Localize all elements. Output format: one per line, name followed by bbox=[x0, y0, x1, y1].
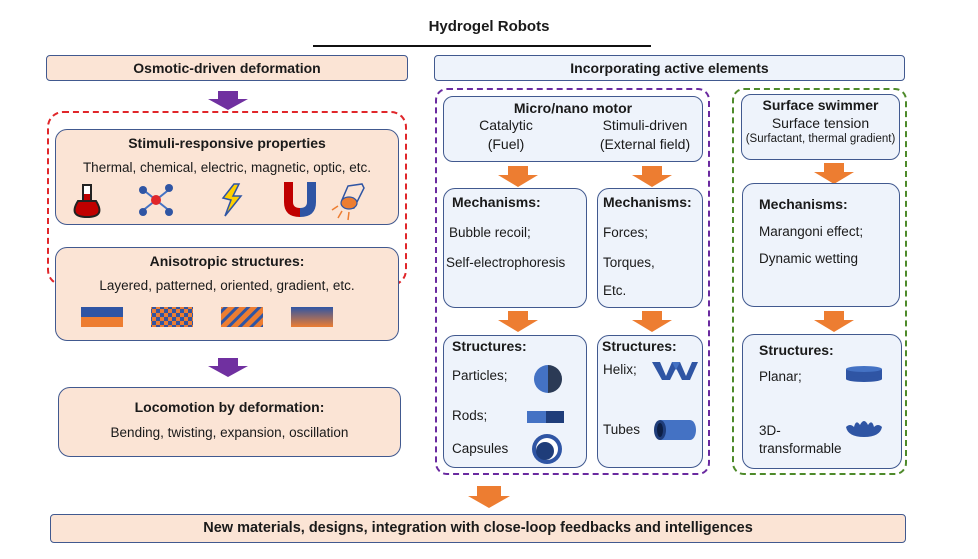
orange-arrow-down-icon bbox=[814, 163, 854, 185]
catalytic-label: Catalytic bbox=[479, 117, 533, 133]
structure-item: Capsules bbox=[452, 441, 509, 456]
orange-arrow-down-icon bbox=[632, 166, 672, 188]
structures-title: Structures: bbox=[759, 342, 834, 358]
3d-transformable-icon bbox=[846, 421, 882, 437]
mechanism-item: Self-electrophoresis bbox=[446, 255, 566, 270]
rod-icon bbox=[527, 411, 564, 423]
anisotropic-title: Anisotropic structures: bbox=[149, 253, 305, 269]
patterned-icon bbox=[151, 307, 193, 327]
orange-arrow-down-icon bbox=[498, 166, 538, 188]
micro-motor-title: Micro/nano motor bbox=[513, 100, 633, 116]
purple-arrow-down-icon bbox=[208, 358, 248, 378]
structures-title: Structures: bbox=[602, 338, 677, 354]
stimuli-card: Stimuli-responsive properties Thermal, c… bbox=[55, 129, 399, 225]
mechanism-item: Dynamic wetting bbox=[759, 251, 859, 266]
stimuli-driven-label: Stimuli-driven bbox=[602, 117, 688, 133]
particle-icon bbox=[534, 365, 562, 393]
future-directions-banner: New materials, designs, integration with… bbox=[50, 514, 906, 543]
layered-icon bbox=[81, 307, 123, 327]
orange-arrow-down-icon bbox=[632, 311, 672, 333]
fuel-label: (Fuel) bbox=[487, 136, 525, 152]
structures-title: Structures: bbox=[452, 338, 527, 354]
swimmer-structures-card: Structures: Planar; 3D- transformable bbox=[742, 334, 902, 469]
structure-item: Helix; bbox=[603, 362, 637, 377]
micro-motor-card: Micro/nano motor Catalytic (Fuel) Stimul… bbox=[443, 96, 703, 162]
osmotic-header: Osmotic-driven deformation bbox=[46, 55, 408, 81]
surface-swimmer-title: Surface swimmer bbox=[762, 97, 879, 113]
title-underline bbox=[313, 45, 651, 47]
mechanisms-title: Mechanisms: bbox=[452, 194, 541, 210]
mechanisms-title: Mechanisms: bbox=[603, 194, 692, 210]
stimuli-title: Stimuli-responsive properties bbox=[128, 135, 326, 151]
diagram-title: Hydrogel Robots bbox=[428, 18, 550, 35]
helix-icon bbox=[652, 362, 698, 380]
purple-arrow-down-icon bbox=[208, 91, 248, 111]
planar-disc-icon bbox=[846, 366, 882, 382]
gradient-icon bbox=[291, 307, 333, 327]
orange-arrow-down-icon bbox=[814, 311, 854, 333]
structure-item: Planar; bbox=[759, 369, 802, 384]
locomotion-title: Locomotion by deformation: bbox=[134, 399, 325, 415]
thermometer-flask-icon bbox=[73, 184, 101, 219]
tube-icon bbox=[654, 420, 696, 440]
stimuli-text: Thermal, chemical, electric, magnetic, o… bbox=[82, 160, 372, 175]
swimmer-mechanisms-card: Mechanisms: Marangoni effect; Dynamic we… bbox=[742, 183, 900, 307]
surface-swimmer-card: Surface swimmer Surface tension (Surfact… bbox=[741, 94, 900, 160]
stimuli-structures-card: Structures: Helix; Tubes bbox=[597, 335, 703, 468]
stimuli-icons bbox=[73, 182, 365, 221]
mechanisms-title: Mechanisms: bbox=[759, 196, 848, 212]
anisotropic-text: Layered, patterned, oriented, gradient, … bbox=[99, 278, 355, 293]
mechanism-item: Marangoni effect; bbox=[759, 224, 864, 239]
structure-item: transformable bbox=[759, 441, 842, 456]
locomotion-text: Bending, twisting, expansion, oscillatio… bbox=[110, 425, 349, 440]
mechanism-item: Etc. bbox=[603, 283, 627, 298]
oriented-icon bbox=[221, 307, 263, 327]
catalytic-structures-card: Structures: Particles; Rods; Capsules bbox=[443, 335, 587, 468]
mechanism-item: Bubble recoil; bbox=[449, 225, 531, 240]
surface-swimmer-dashed-group bbox=[732, 88, 907, 475]
lightning-icon bbox=[221, 183, 243, 217]
locomotion-card: Locomotion by deformation: Bending, twis… bbox=[58, 387, 401, 457]
anisotropic-icons bbox=[81, 307, 333, 327]
magnet-icon bbox=[284, 182, 316, 217]
molecule-icon bbox=[139, 184, 173, 216]
anisotropic-card: Anisotropic structures: Layered, pattern… bbox=[55, 247, 399, 341]
orange-arrow-down-icon bbox=[498, 311, 538, 333]
orange-arrow-down-icon bbox=[468, 486, 510, 510]
mechanism-item: Torques, bbox=[603, 255, 655, 270]
structure-item: Rods; bbox=[452, 408, 488, 423]
lamp-icon bbox=[331, 183, 365, 221]
surfactant-label: (Surfactant, thermal gradient) bbox=[745, 133, 896, 145]
external-field-label: (External field) bbox=[599, 136, 691, 152]
surface-tension-label: Surface tension bbox=[771, 115, 870, 131]
mechanism-item: Forces; bbox=[603, 225, 649, 240]
catalytic-mechanisms-card: Mechanisms: Bubble recoil; Self-electrop… bbox=[443, 188, 587, 308]
active-elements-header: Incorporating active elements bbox=[434, 55, 905, 81]
stimuli-mechanisms-card: Mechanisms: Forces; Torques, Etc. bbox=[597, 188, 703, 308]
structure-item: Tubes bbox=[603, 422, 641, 437]
structure-item: Particles; bbox=[452, 368, 508, 383]
micro-motor-dashed-group bbox=[435, 88, 710, 475]
structure-item: 3D- bbox=[759, 423, 781, 438]
capsule-icon bbox=[532, 434, 562, 464]
